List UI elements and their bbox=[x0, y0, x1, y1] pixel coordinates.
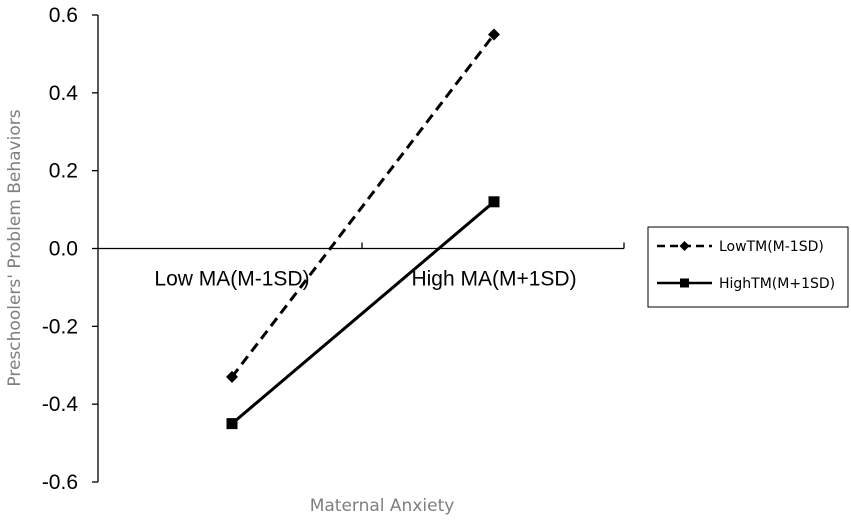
series-layer bbox=[226, 28, 500, 430]
data-point-diamond bbox=[488, 28, 500, 41]
series-line-lowtm bbox=[230, 33, 496, 378]
y-tick-label: 0.4 bbox=[49, 82, 79, 105]
legend: LowTM(M-1SD) HighTM(M+1SD) bbox=[647, 226, 849, 308]
y-tick-label: 0.2 bbox=[49, 160, 78, 183]
y-tick-label: -0.4 bbox=[42, 393, 79, 416]
y-tick-label: 0.6 bbox=[49, 4, 78, 27]
y-axis: -0.6 -0.4 -0.2 0.0 0.2 0.4 0.6 bbox=[42, 4, 99, 494]
legend-marker-square bbox=[680, 278, 689, 288]
y-axis-title: Preschoolers' Problem Behaviors bbox=[5, 109, 25, 386]
y-tick-label: 0.0 bbox=[49, 238, 78, 261]
legend-label-hightm: HighTM(M+1SD) bbox=[719, 276, 835, 292]
series-line-hightm bbox=[231, 200, 495, 425]
data-point-square bbox=[226, 418, 238, 430]
legend-label-lowtm: LowTM(M-1SD) bbox=[719, 239, 824, 255]
x-category-label: Low MA(M-1SD) bbox=[154, 268, 309, 291]
y-tick-label: -0.2 bbox=[42, 315, 78, 338]
x-category-label: High MA(M+1SD) bbox=[411, 268, 576, 291]
y-tick-label: -0.6 bbox=[42, 471, 78, 494]
x-axis-title: Maternal Anxiety bbox=[310, 496, 455, 516]
legend-box bbox=[647, 226, 849, 308]
data-point-square bbox=[488, 196, 500, 208]
x-axis: Low MA(M-1SD) High MA(M+1SD) bbox=[98, 242, 625, 291]
data-point-diamond bbox=[226, 370, 238, 383]
legend-marker-diamond bbox=[679, 241, 690, 251]
